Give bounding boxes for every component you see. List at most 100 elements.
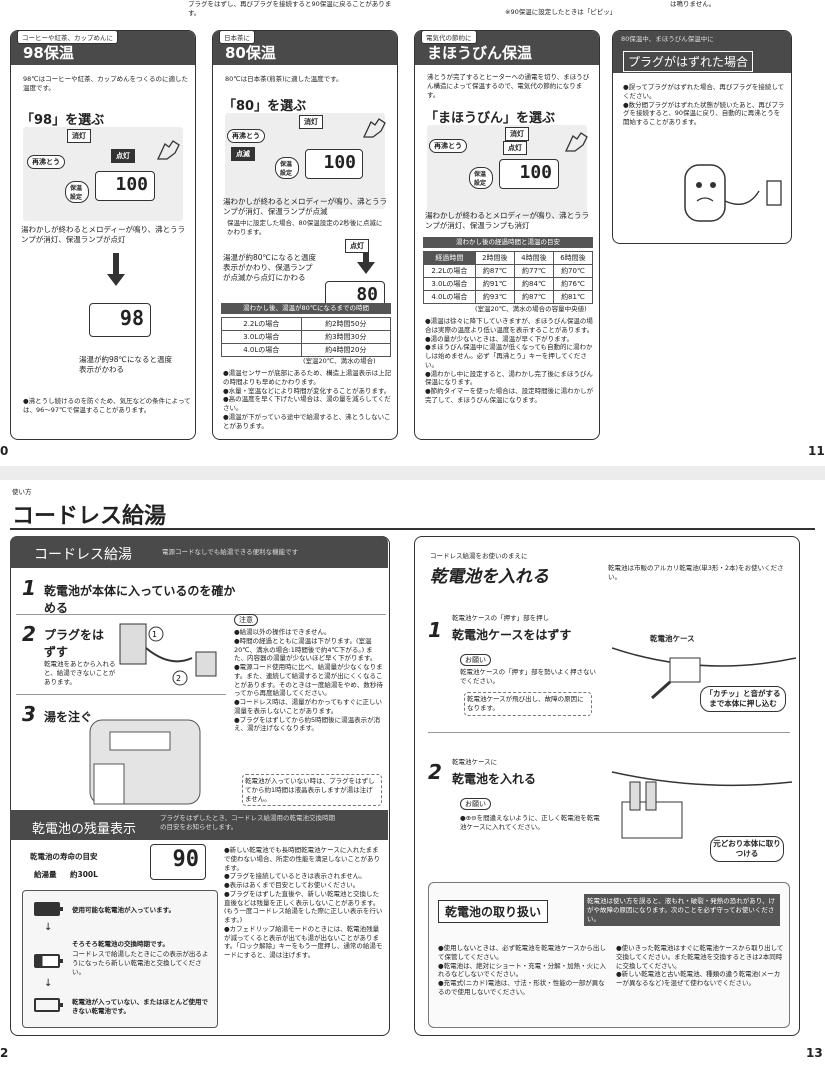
note-item: ●カフェドリップ給湯モードのときには、乾電池残量が減ってくると表示が出ても湯が出… bbox=[224, 924, 383, 960]
table-cell: 約84℃ bbox=[513, 277, 554, 291]
volume-label: 給湯量 bbox=[34, 870, 57, 879]
pot-character-illustration bbox=[684, 164, 782, 222]
btn-hold-label: 保温設定 bbox=[469, 167, 493, 189]
card-98-select: 「98」を選ぶ bbox=[21, 113, 105, 128]
card-80-head: 日本茶に 80保温 bbox=[213, 31, 397, 65]
note-item: ●湯わかし中に設定すると、湯わかし完了後にまほうびん保温になります。 bbox=[425, 369, 593, 387]
table-row: 2.2Lの場合約2時間50分 bbox=[221, 317, 392, 331]
table-header-cell: 経過時間 bbox=[423, 251, 476, 265]
table-row: 2.2Lの場合 約87℃ 約77℃ 約70℃ bbox=[423, 264, 594, 278]
card-mahoubin-text1: 湯わかしが終わるとメロディーが鳴り、沸とうランプが消灯、保温ランプも消灯 bbox=[425, 211, 590, 231]
card-80-table: 2.2Lの場合約2時間50分 3.0Lの場合約3時間30分 4.0Lの場合約4時… bbox=[221, 317, 392, 357]
page-number-left: 0 bbox=[0, 444, 9, 458]
page-number-right: 13 bbox=[806, 1046, 823, 1060]
onegai-badge: お願い bbox=[460, 798, 491, 810]
handling-title: 乾電池の取り扱い bbox=[438, 900, 549, 923]
note-item: ●使用しないときは、必ず乾電池を乾電池ケースから出して保管してください。 bbox=[438, 944, 606, 961]
table-cell: 約87℃ bbox=[513, 290, 554, 304]
card-mahoubin-table: 経過時間 2時間後 4時間後 6時間後 2.2Lの場合 約87℃ 約77℃ 約7… bbox=[423, 251, 594, 304]
bottom-page: 使い方 コードレス給湯 コードレス給湯 電源コードなしでも給湯できる便利な機能で… bbox=[0, 478, 825, 1080]
note-item: ●電源コード使用時に比べ、給湯量が少なくなります。また、連続して給湯すると湯が出… bbox=[234, 663, 383, 698]
card-mahoubin-table-note: (室温20℃、満水の場合の容量中央値) bbox=[475, 305, 587, 313]
card-80-text1-sub: 保温中に設定した場合、80保温設定の2秒後に点滅にかわります。 bbox=[227, 219, 383, 236]
return-label: 元どおり本体に取りつける bbox=[710, 836, 784, 863]
table-cell: 約2時間50分 bbox=[300, 317, 392, 331]
caution-box: 乾電池が入っていない時は、プラグをはずしてから約1時間は液晶表示しますが湯は注げ… bbox=[242, 774, 382, 807]
down-arrow-stem bbox=[363, 253, 369, 263]
insert-step1-number: 1 bbox=[428, 618, 442, 642]
cordless-bar-title: コードレス給湯 bbox=[34, 547, 132, 563]
card-mahoubin-title: まほうびん保温 bbox=[427, 44, 533, 62]
note-item: ●湯温は徐々に降下していきますが、まほうびん保温の場合は実際の温度より低い温度を… bbox=[425, 317, 594, 334]
table-cell: 約3時間30分 bbox=[300, 330, 392, 344]
btn-hold-label: 保温設定 bbox=[275, 157, 299, 179]
page-title: コードレス給湯 bbox=[12, 504, 167, 529]
card-80-title: 80保温 bbox=[225, 44, 276, 62]
header-right-note2: は鳴りません。 bbox=[670, 0, 716, 8]
card-98: コーヒーや紅茶、カップめんに 98保温 98℃はコーヒーや紅茶、カップめんをつく… bbox=[10, 30, 196, 440]
page-number-right: 11 bbox=[808, 444, 825, 458]
onegai-badge: お願い bbox=[460, 654, 491, 666]
table-row: 経過時間 2時間後 4時間後 6時間後 bbox=[423, 251, 594, 265]
battery-empty-icon bbox=[34, 998, 63, 1012]
level-empty-title: 乾電池が入っていない、またはほとんど使用できない乾電池です。 bbox=[72, 998, 208, 1015]
table-cell: 2.2Lの場合 bbox=[221, 317, 302, 331]
lcd-display: 100 bbox=[305, 149, 363, 179]
level-arrow-icon: ↓ bbox=[44, 922, 53, 933]
btn-off-label: 消灯 bbox=[67, 129, 91, 143]
page-separator bbox=[0, 466, 825, 480]
step2-divider bbox=[16, 694, 226, 695]
battery-level-bar: 乾電池の残量表示 プラグをはずしたとき、コードレス給湯用の乾電池交換時期の目安を… bbox=[10, 810, 388, 840]
table-cell: 4.0Lの場合 bbox=[221, 343, 302, 357]
note-item: ●湯温が下がっている途中で給湯すると、沸とうしないことがあります。 bbox=[223, 412, 391, 430]
down-arrow-stem bbox=[113, 253, 119, 275]
level-full-title: 使用可能な乾電池が入っています。 bbox=[72, 906, 176, 914]
svg-text:2: 2 bbox=[176, 674, 181, 683]
caution-badge: 注意 bbox=[234, 614, 258, 626]
table-header-cell: 6時間後 bbox=[552, 251, 594, 265]
note-item: ●プラグをはずした直後や、新しい乾電池と交換した直後などは残量を正しく表示しない… bbox=[224, 889, 383, 925]
table-cell: 約91℃ bbox=[474, 277, 515, 291]
battery-insert-illustration bbox=[612, 771, 792, 839]
step3-text: 湯を注ぐ bbox=[44, 710, 93, 724]
insert-pre: コードレス給湯をお使いのまえに bbox=[430, 552, 528, 560]
card-plug-title: プラグがはずれた場合 bbox=[623, 51, 754, 72]
table-cell: 約81℃ bbox=[552, 290, 594, 304]
note-item: ●水量・室温などにより時間が変化することがあります。 bbox=[223, 386, 391, 395]
lcd-number: 100 bbox=[519, 162, 552, 183]
note-item: ●コードレス時は、湯量がわかってもすぐに正しい湯量を表示しないことがあります。 bbox=[234, 698, 383, 715]
title-underline bbox=[10, 528, 815, 530]
card-80: 日本茶に 80保温 80℃は日本茶(煎茶)に適した温度です。 「80」を選ぶ 消… bbox=[212, 30, 398, 440]
hand-pointer-icon bbox=[156, 140, 180, 160]
note-item: ●時間の経過とともに湯温は下がります。(室温20℃、満水の場合:1時間後で約4℃… bbox=[234, 636, 377, 663]
card-80-text1: 湯わかしが終わるとメロディーが鳴り、沸とうランプが消灯、保温ランプが点滅 bbox=[223, 197, 388, 217]
header-text: プラグをはずし、再びプラグを接続すると90保温に戻ることがあります。 bbox=[188, 0, 392, 17]
volume-value: 約300L bbox=[70, 870, 98, 879]
battery-life-label: 乾電池の寿命の目安 bbox=[30, 852, 98, 861]
onegai1-text: 乾電池ケースの「押す」部を勢いよく押さないでください。 bbox=[460, 668, 597, 685]
level-arrow-icon: ↓ bbox=[44, 978, 53, 989]
table-row: 3.0Lの場合 約91℃ 約84℃ 約76℃ bbox=[423, 277, 594, 291]
handling-left: ●使用しないときは、必ず乾電池を乾電池ケースから出して保管してください。 ●乾電… bbox=[438, 944, 610, 997]
note-item: ●給湯以外の操作はできません。 bbox=[234, 628, 331, 636]
card-98-desc: 98℃はコーヒーや紅茶、カップめんをつくるのに適した温度です。 bbox=[23, 75, 188, 92]
page-number-left: 2 bbox=[0, 1046, 9, 1060]
insert-step1-text: 乾電池ケースをはずす bbox=[452, 628, 572, 642]
step1-number: 1 bbox=[22, 576, 36, 600]
btn-off-label: 消灯 bbox=[505, 127, 529, 141]
btn-reboil-label: 再沸とう bbox=[429, 139, 467, 153]
down-arrow-icon bbox=[357, 262, 375, 274]
table-cell: 2.2Lの場合 bbox=[423, 264, 476, 278]
card-plug-head: 80保温中、まほうびん保温中に プラグがはずれた場合 bbox=[613, 31, 791, 73]
btn-reboil-label: 再沸とう bbox=[27, 155, 65, 169]
battery-case-illustration bbox=[612, 647, 796, 700]
cordless-bar: コードレス給湯 電源コードなしでも給湯できる便利な機能です bbox=[10, 536, 388, 568]
card-98-text1: 湯わかしが終わるとメロディーが鳴り、沸とうランプが消灯、保温ランプが点灯 bbox=[21, 225, 186, 245]
card-80-tag: 日本茶に bbox=[219, 31, 255, 44]
card-mahoubin-desc: 沸とうが完了するとヒーターへの通電を切り、まほうびん構造によって保温するので、電… bbox=[427, 73, 590, 99]
insert-step2-pre: 乾電池ケースに bbox=[452, 758, 498, 766]
plug-unplug-illustration: 1 2 bbox=[119, 623, 217, 686]
insert-desc: 乾電池は市販のアルカリ乾電池(単3形・2本)をお使いください。 bbox=[608, 564, 784, 581]
onegai2-text: ●⊕⊖を間違えないように、正しく乾電池を乾電池ケースに入れてください。 bbox=[460, 814, 600, 831]
step2-number: 2 bbox=[22, 622, 36, 646]
